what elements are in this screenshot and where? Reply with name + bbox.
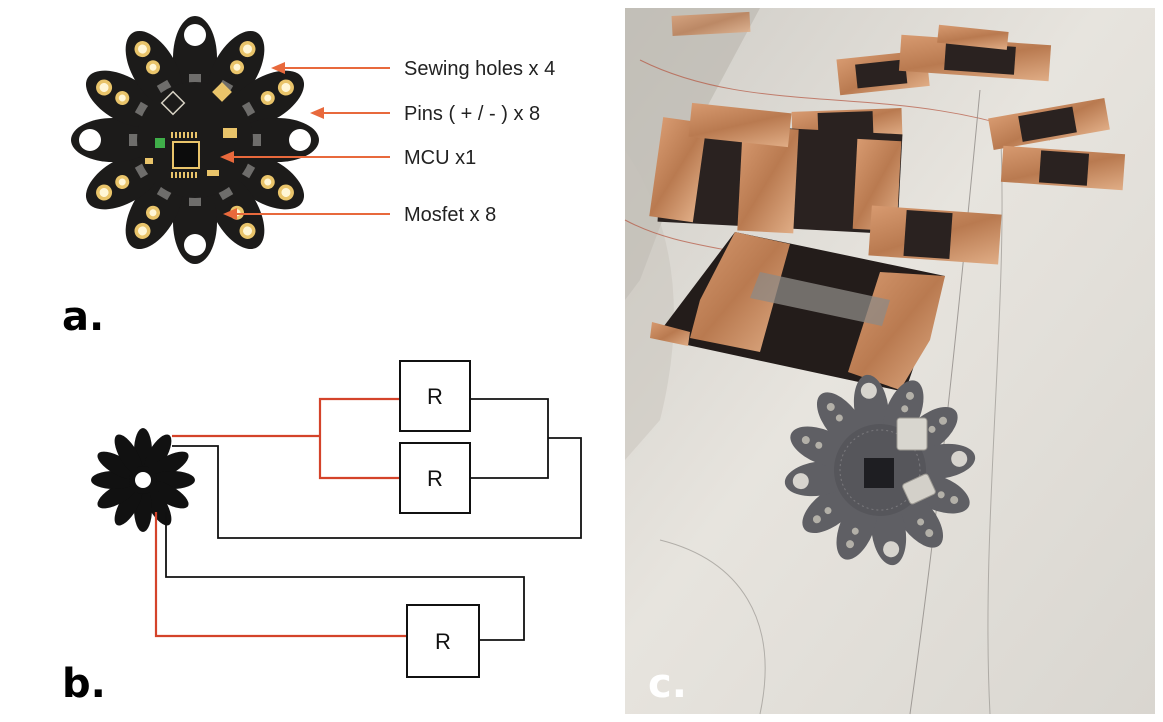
pcb-petal <box>173 16 217 100</box>
callout-sewing-holes-label: Sewing holes x 4 <box>404 58 555 80</box>
pcb-center <box>137 82 253 198</box>
red-wire-bottom <box>154 512 407 638</box>
callout-mcu: MCU x1 <box>220 147 476 169</box>
callout-mosfet-label: Mosfet x 8 <box>404 204 496 226</box>
sensor-patches-far <box>671 11 1126 191</box>
callout-mcu-label: MCU x1 <box>404 147 476 169</box>
resistor-1: R <box>399 360 471 432</box>
pcb-petal <box>228 70 305 128</box>
mcu-chip <box>172 141 200 169</box>
callout-pins: Pins ( + / - ) x 8 <box>310 103 540 125</box>
photo-connector-1 <box>896 417 928 451</box>
flower-symbol-icon <box>91 428 195 532</box>
sensor-patch-mid <box>649 102 1002 265</box>
photo-connector-2 <box>902 473 936 505</box>
pcb-petal <box>173 180 217 264</box>
black-wire-return-top <box>172 398 582 539</box>
pcb-petal <box>85 152 162 210</box>
resistor-2: R <box>399 442 471 514</box>
panel-b: R R R b. <box>62 360 582 707</box>
pcb-petal <box>125 30 183 107</box>
panel-c-photo: c. <box>624 8 1155 715</box>
photo-mcu-chip <box>864 458 894 488</box>
sensor-patch-large <box>650 232 945 392</box>
panel-c-label: c. <box>648 661 687 707</box>
pcb-flower-board <box>71 16 319 264</box>
resistor-3-label: R <box>435 629 451 654</box>
pcb-petal <box>71 118 155 162</box>
callout-sewing-holes: Sewing holes x 4 <box>271 58 555 80</box>
panel-b-label: b. <box>62 661 106 707</box>
red-wire-top <box>172 397 400 480</box>
panel-a-label: a. <box>62 294 104 340</box>
pcb-petal <box>85 70 162 128</box>
callout-pins-label: Pins ( + / - ) x 8 <box>404 103 540 125</box>
black-wire-return-bottom <box>165 512 525 641</box>
callout-mosfet: Mosfet x 8 <box>223 204 496 226</box>
pcb-petal <box>228 152 305 210</box>
resistor-3: R <box>406 604 480 678</box>
pcb-petal <box>125 173 183 250</box>
resistor-1-label: R <box>427 384 443 409</box>
panel-a: Sewing holes x 4 Pins ( + / - ) x 8 MCU … <box>62 16 555 340</box>
resistor-2-label: R <box>427 466 443 491</box>
pcb-petal <box>235 118 319 162</box>
